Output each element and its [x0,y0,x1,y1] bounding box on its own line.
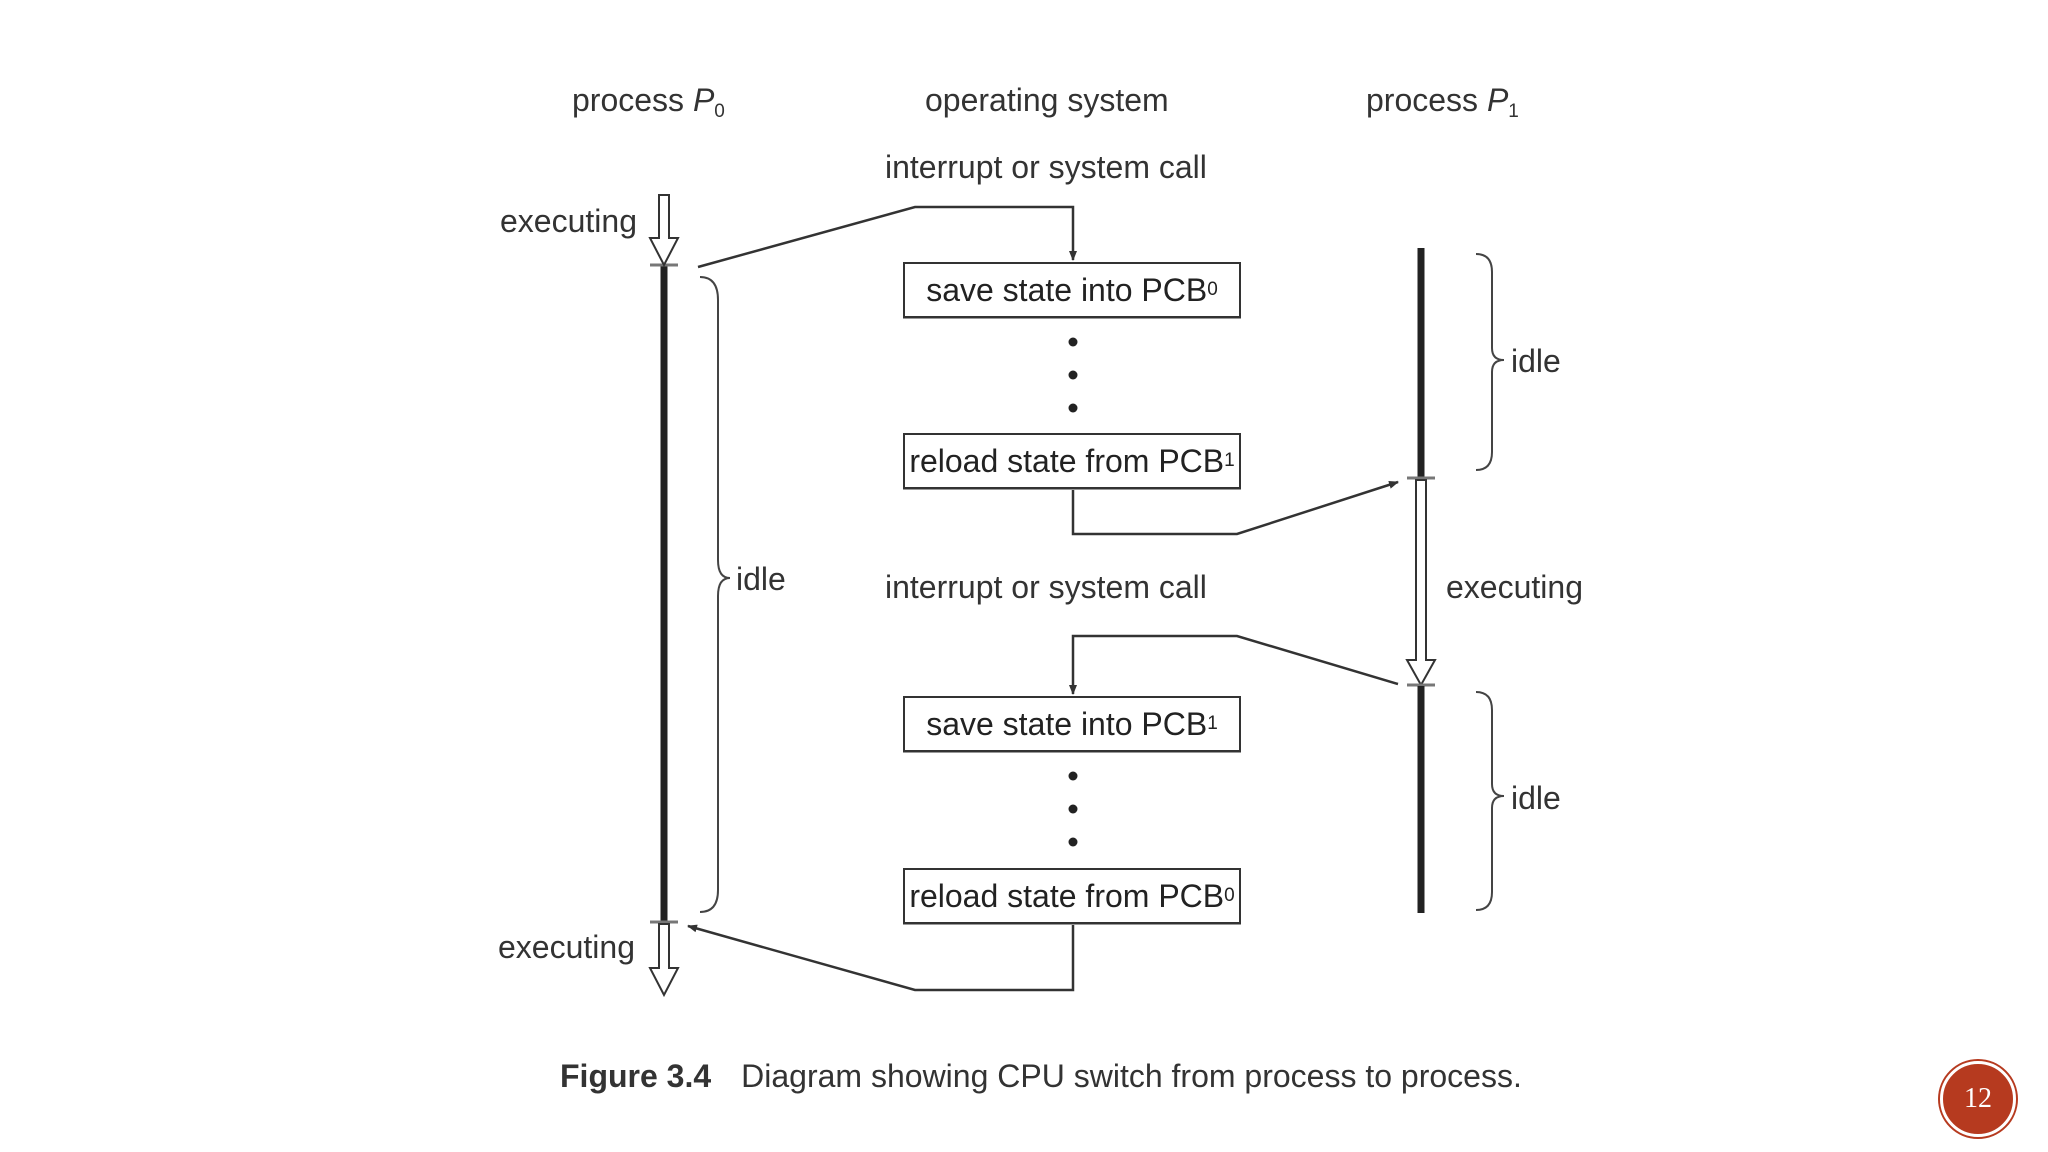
os-to-p0-connector [687,924,1075,992]
interrupt-label-mid: interrupt or system call [885,569,1207,605]
p1-to-os-connector [1069,634,1399,695]
header-operating-system: operating system [925,82,1169,118]
ellipsis-dot [1068,337,1078,347]
box-subscript: 0 [1224,885,1235,906]
page-number-badge: 12 [1940,1061,2016,1137]
box-subscript: 1 [1207,713,1218,734]
interrupt-label-top: interrupt or system call [885,149,1207,185]
header-p0-letter: P [692,82,715,118]
header-p0-subscript: 0 [714,101,725,122]
p0-executing-top-arrow [648,194,680,268]
header-p1-symbol: P1 [1486,82,1519,121]
figure-number: Figure 3.4 [560,1058,712,1094]
box-text: save state into PCB [926,271,1208,308]
p0-executing-top-label: executing [500,203,637,239]
box-subscript: 1 [1224,450,1235,471]
box-text: save state into PCB [926,705,1208,742]
p0-executing-bottom-arrow [648,923,680,998]
ellipsis-dot [1068,370,1078,380]
p0-to-os-connector [697,205,1077,269]
figure-caption-text: Diagram showing CPU switch from process … [741,1058,1522,1094]
box-text: reload state from PCB [909,877,1225,914]
box-subscript: 0 [1207,279,1218,300]
header-p1-letter: P [1486,82,1509,118]
p1-executing-arrow [1405,479,1437,688]
header-p1-subscript: 1 [1508,101,1519,122]
p1-idle-top-brace [1475,253,1505,471]
ellipsis-dot [1068,771,1078,781]
p1-idle-bottom-brace [1475,691,1505,911]
p0-idle-label: idle [736,561,786,597]
p0-idle-brace [699,276,731,913]
ellipsis-dot [1068,837,1078,847]
p1-idle-bottom-label: idle [1511,780,1561,816]
p1-idle-top-label: idle [1511,343,1561,379]
header-p0-symbol: P0 [692,82,725,121]
p1-executing-label: executing [1446,569,1583,605]
os-to-p1-connector [1071,480,1399,536]
ellipsis-dot [1068,403,1078,413]
figure-caption: Figure 3.4 Diagram showing CPU switch fro… [560,1058,1522,1095]
ellipsis-dot [1068,804,1078,814]
header-p0-word: process [572,82,685,118]
p0-executing-bottom-label: executing [498,929,635,965]
header-p1-word: process [1366,82,1479,118]
header-process-p0: process P0 [572,84,725,121]
box-text: reload state from PCB [909,442,1225,479]
header-process-p1: process P1 [1366,84,1519,121]
